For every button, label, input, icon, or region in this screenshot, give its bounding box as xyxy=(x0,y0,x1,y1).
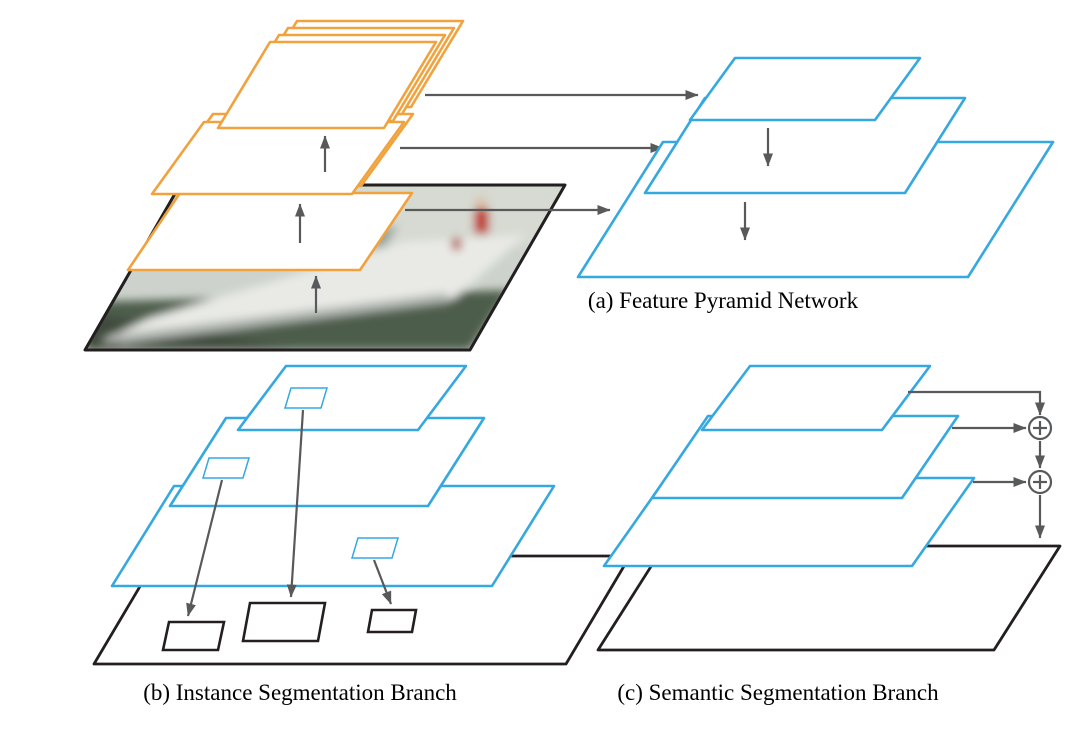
panel-c-semantic-segmentation-branch xyxy=(596,364,1062,652)
instance-mask-left xyxy=(161,620,226,652)
caption-panel-a: (a) Feature Pyramid Network xyxy=(587,288,859,313)
top-down-pathway xyxy=(576,56,1055,279)
plus-sum-icon-bottom xyxy=(1027,469,1053,495)
sum-arrow-from-small-plane xyxy=(908,390,1045,416)
photo-red-detail xyxy=(452,238,461,250)
roi-box-small-plane xyxy=(283,387,329,409)
semantic-feature-plane-medium xyxy=(650,414,960,500)
roi-arrow-medium-to-mask xyxy=(186,479,224,617)
bottom-up-plane-1 xyxy=(126,191,414,272)
roi-box-large-plane xyxy=(350,537,400,559)
instance-mask-right xyxy=(366,608,418,634)
panel-a-feature-pyramid-network xyxy=(83,19,1055,352)
caption-panel-c: (c) Semantic Segmentation Branch xyxy=(617,680,939,705)
semantic-feature-plane-small xyxy=(700,364,932,432)
plus-sum-icon-top xyxy=(1027,415,1053,441)
photo-hull-stripe xyxy=(115,293,450,344)
top-down-plane-medium xyxy=(643,96,967,195)
panel-b-instance-segmentation-branch xyxy=(92,364,632,666)
instance-feature-plane-small xyxy=(236,364,468,432)
lateral-connection-arrows xyxy=(400,90,699,215)
photo-person-red-jacket xyxy=(474,208,489,234)
bottom-up-pathway xyxy=(126,19,465,272)
instance-feature-plane-large xyxy=(110,484,556,588)
bottom-up-arrows xyxy=(295,135,330,313)
photo-person-head xyxy=(475,196,487,208)
roi-arrow-small-to-mask xyxy=(286,409,305,598)
roi-box-medium-plane xyxy=(201,457,251,479)
caption-panel-b: (b) Instance Segmentation Branch xyxy=(143,680,457,705)
photo-boat-hull xyxy=(100,235,525,342)
instance-feature-plane-medium xyxy=(168,416,486,508)
bottom-up-stack-plane-1 xyxy=(216,40,438,130)
instance-mask-middle xyxy=(241,601,327,643)
semantic-feature-plane-large xyxy=(602,476,976,568)
semantic-output-plane xyxy=(596,544,1062,652)
top-down-plane-small xyxy=(688,56,922,122)
roi-arrow-large-to-mask xyxy=(372,559,393,605)
bottom-up-plane-2-front xyxy=(150,120,406,196)
